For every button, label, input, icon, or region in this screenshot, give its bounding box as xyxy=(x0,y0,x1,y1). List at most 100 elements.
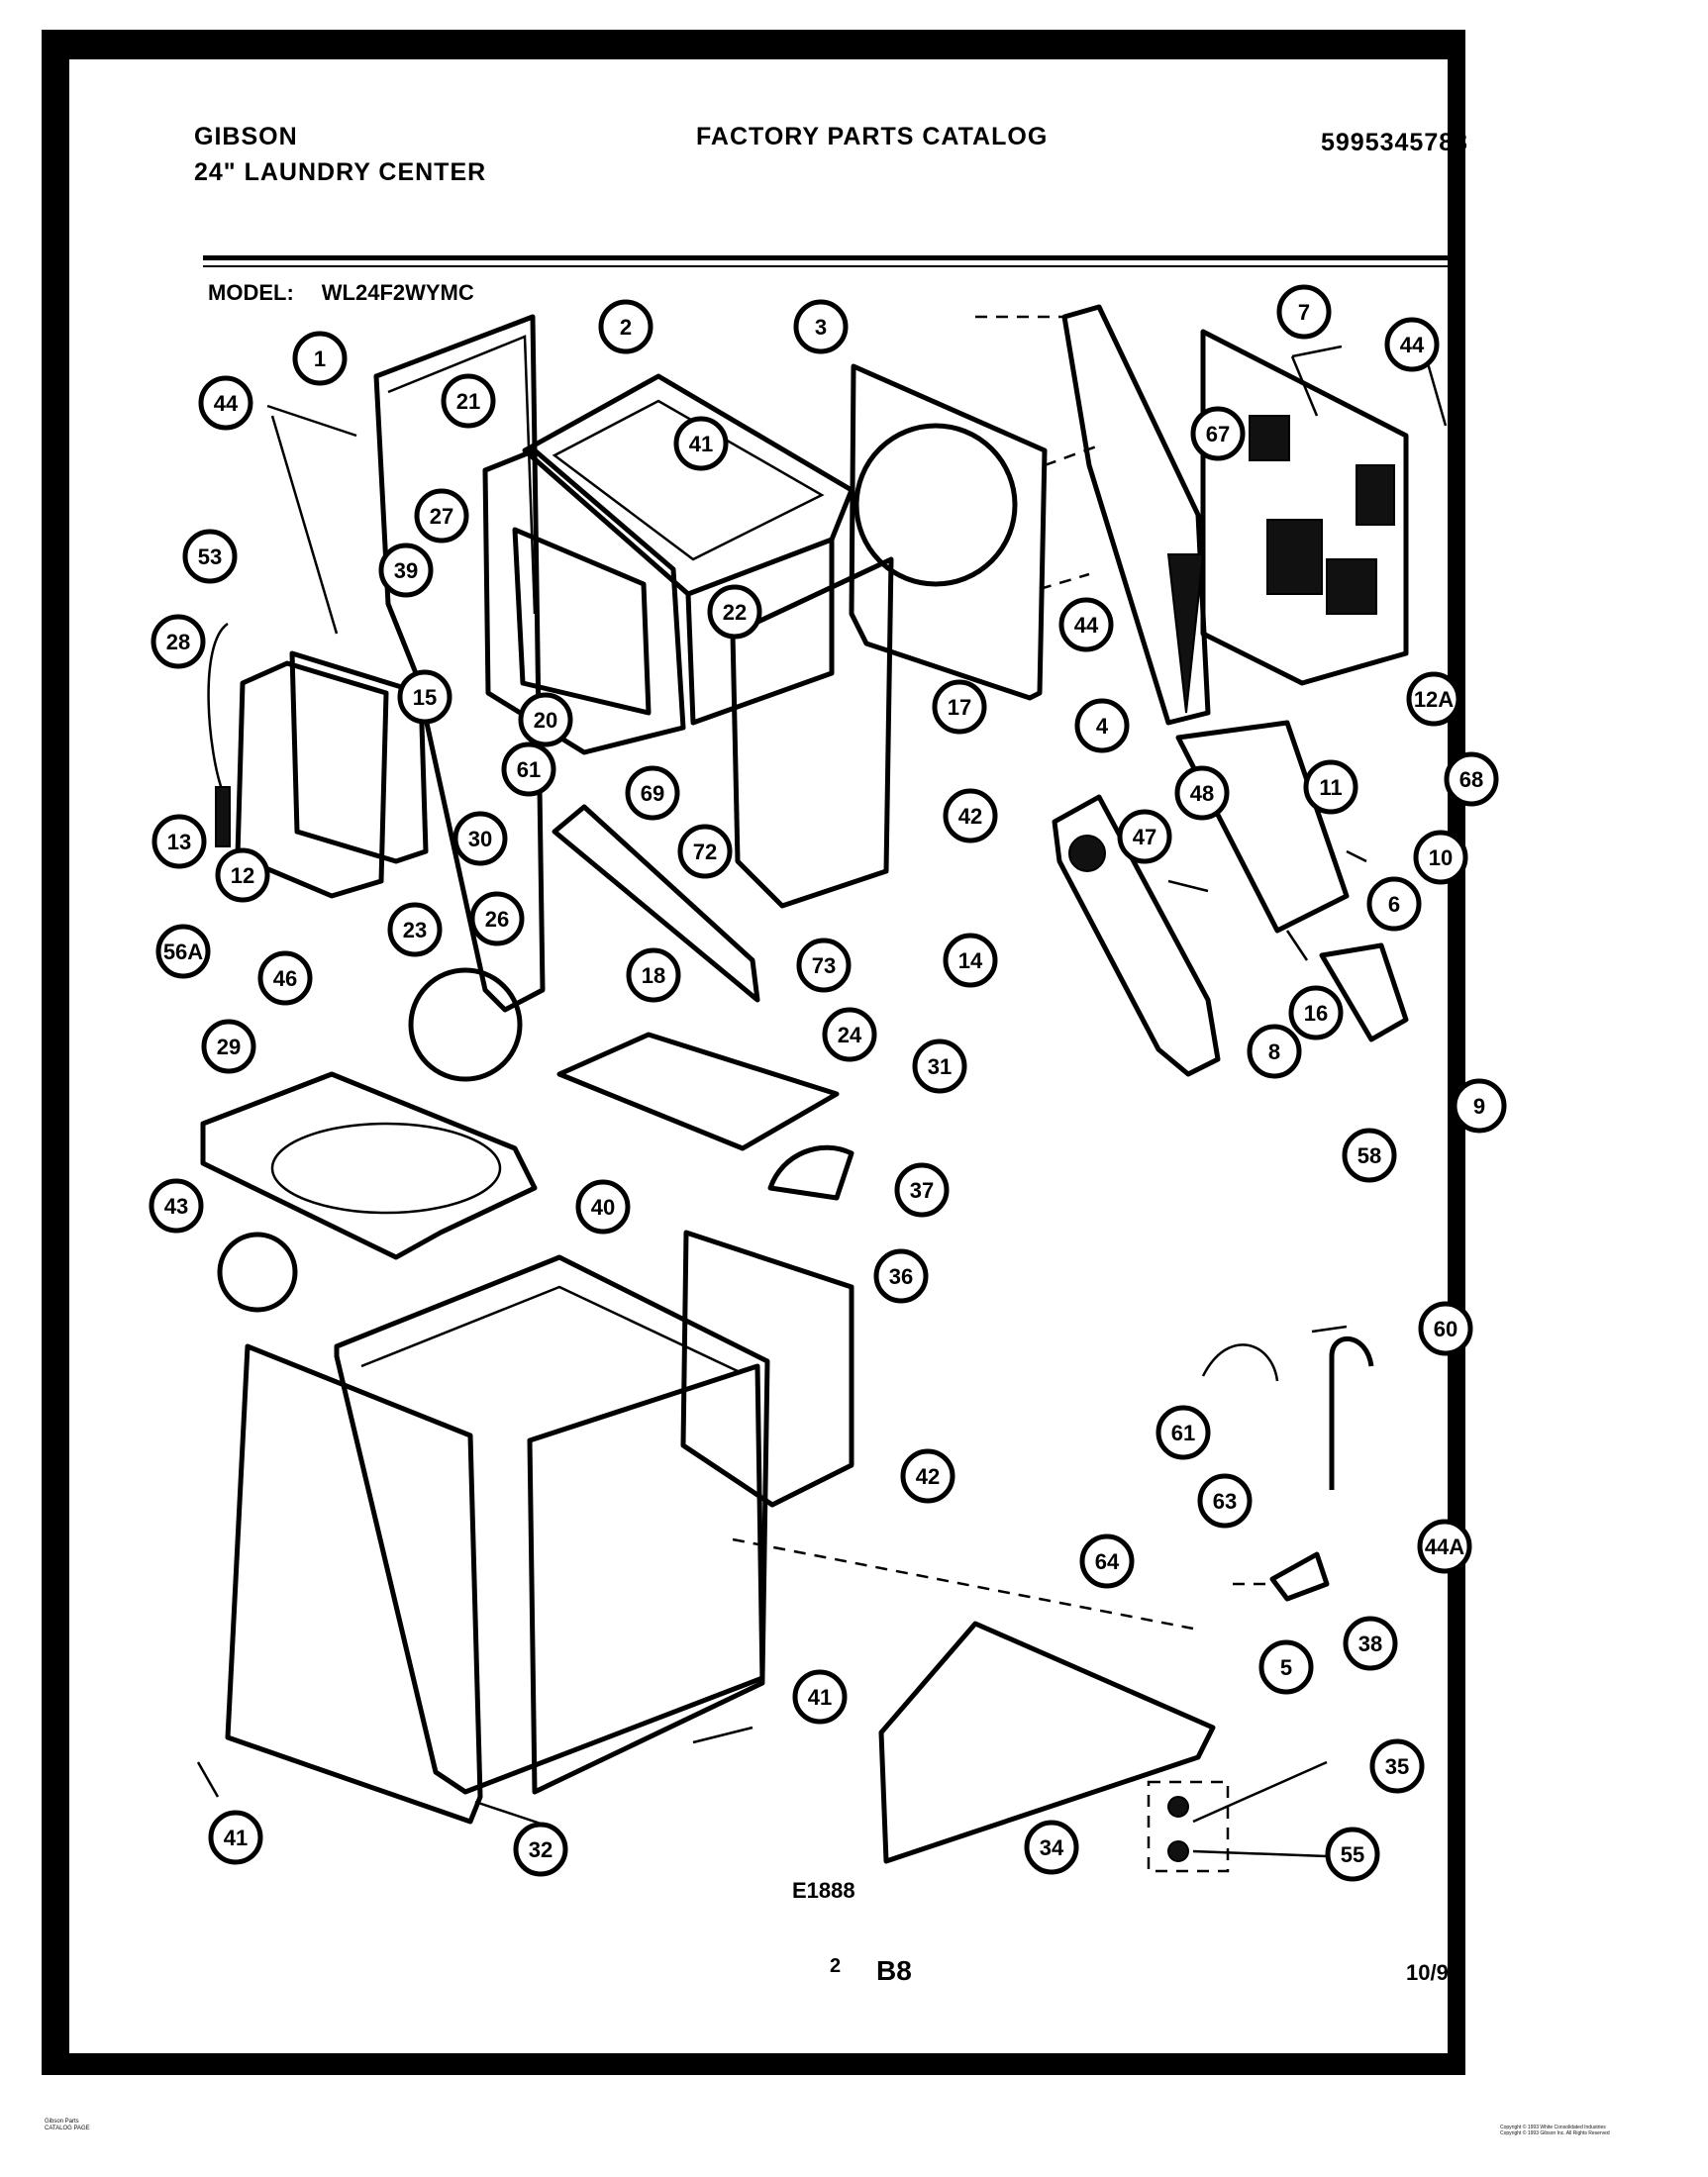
part-callout-circle xyxy=(598,299,653,354)
part-callout: 12 xyxy=(215,847,270,903)
part-callout: 32 xyxy=(513,1822,568,1877)
part-callout: 43 xyxy=(149,1178,204,1234)
part-callout-circle xyxy=(792,1669,848,1725)
part-side-panel xyxy=(730,556,894,909)
diagram-code: E1888 xyxy=(792,1878,855,1903)
part-callout-circle xyxy=(1325,1827,1380,1882)
part-callout-number: 44 xyxy=(1074,613,1099,638)
part-callout-number: 14 xyxy=(958,948,983,973)
part-callout-circle xyxy=(1406,671,1461,727)
part-callout-circle xyxy=(575,1179,631,1235)
catalog-title: FACTORY PARTS CATALOG xyxy=(696,123,1049,150)
part-callout-number: 35 xyxy=(1385,1754,1409,1779)
part-callout-number: 26 xyxy=(485,907,509,932)
part-callout-number: 28 xyxy=(166,630,190,654)
part-callout: 56A xyxy=(155,924,211,979)
part-callout-circle xyxy=(1303,759,1358,815)
part-callout-number: 44 xyxy=(1400,333,1425,357)
header-rule-thin xyxy=(203,265,1458,267)
part-callout-number: 55 xyxy=(1341,1842,1364,1867)
part-callout: 35 xyxy=(1369,1738,1425,1794)
part-callout-circle xyxy=(469,891,525,946)
part-callout: 58 xyxy=(1342,1128,1397,1183)
part-callout: 36 xyxy=(873,1248,929,1304)
part-callout-number: 2 xyxy=(620,315,632,340)
part-callout: 5 xyxy=(1258,1639,1314,1695)
part-callout: 10 xyxy=(1413,830,1468,885)
part-callout-circle xyxy=(943,788,998,843)
part-callout: 31 xyxy=(912,1039,967,1094)
part-callout-circle xyxy=(873,1248,929,1304)
fine-print-left: Gibson Parts CATALOG PAGE xyxy=(45,2119,90,2132)
part-callout-number: 13 xyxy=(167,830,191,854)
part-callout-number: 73 xyxy=(812,953,836,978)
part-callout-circle xyxy=(182,529,238,584)
part-callout-number: 69 xyxy=(641,781,664,806)
part-callout-number: 9 xyxy=(1473,1094,1485,1119)
part-callout-circle xyxy=(1197,1473,1253,1529)
section-code: B8 xyxy=(876,1955,912,1986)
part-callout-number: 48 xyxy=(1190,781,1214,806)
part-callout-circle xyxy=(208,1810,263,1865)
part-callout-circle xyxy=(900,1448,955,1504)
part-callout-circle xyxy=(1366,876,1422,932)
part-exhaust-duct xyxy=(1061,304,1211,726)
part-callout: 41 xyxy=(208,1810,263,1865)
part-callout-number: 31 xyxy=(928,1054,952,1079)
part-callout-number: 41 xyxy=(224,1826,248,1850)
header-rule-thick xyxy=(203,255,1458,260)
part-hose-clamp xyxy=(217,1232,298,1313)
fine-print-left-line: CATALOG PAGE xyxy=(45,2126,90,2131)
part-callout: 39 xyxy=(378,543,434,598)
part-callout-number: 4 xyxy=(1096,714,1109,739)
part-callout-number: 5 xyxy=(1280,1655,1292,1680)
part-callout-number: 23 xyxy=(403,918,427,942)
part-callout-number: 21 xyxy=(456,389,480,414)
part-callout-number: 36 xyxy=(889,1264,913,1289)
part-callout: 15 xyxy=(397,669,452,725)
model-number: WL24F2WYMC xyxy=(321,280,474,305)
part-callout: 72 xyxy=(677,824,733,879)
part-callout: 40 xyxy=(575,1179,631,1235)
part-base-tub xyxy=(878,1621,1216,1864)
part-callout: 53 xyxy=(182,529,238,584)
part-callout: 20 xyxy=(518,692,573,747)
part-washer-top xyxy=(200,1071,538,1260)
part-hose-bracket xyxy=(1269,1551,1330,1602)
part-callout: 73 xyxy=(796,938,852,993)
part-callout: 4 xyxy=(1074,698,1130,753)
part-callout: 37 xyxy=(894,1162,950,1218)
part-callout: 7 xyxy=(1276,284,1332,340)
part-callout-circle xyxy=(1342,1128,1397,1183)
part-callout-number: 12 xyxy=(231,863,254,888)
part-callout-number: 41 xyxy=(808,1685,832,1710)
part-callout-circle xyxy=(943,933,998,988)
part-callout-circle xyxy=(625,765,680,821)
part-callout: 41 xyxy=(792,1669,848,1725)
part-drum-rear xyxy=(849,363,1048,701)
part-rear-panel xyxy=(373,314,546,1013)
part-washer-cabinet xyxy=(334,1254,770,1795)
part-callout: 2 xyxy=(598,299,653,354)
part-callout-number: 60 xyxy=(1434,1317,1457,1341)
part-callout-number: 56A xyxy=(163,940,203,964)
part-callout-circle xyxy=(793,299,849,354)
part-callout-number: 64 xyxy=(1095,1549,1120,1574)
part-callout-number: 44 xyxy=(214,391,239,416)
part-callout-circle xyxy=(1058,597,1114,652)
part-callout-circle xyxy=(1117,809,1172,864)
page-number: 2 xyxy=(830,1955,842,1977)
part-callout-number: 10 xyxy=(1429,845,1453,870)
part-callout: 3 xyxy=(793,299,849,354)
part-callout-circle xyxy=(198,375,253,431)
part-callout-circle xyxy=(673,416,729,471)
part-callout-circle xyxy=(1384,317,1440,372)
catalog-number: 5995345783 xyxy=(1321,129,1469,156)
part-callout-circle xyxy=(1074,698,1130,753)
fine-print-right-line: Copyright © 1993 Gibson Inc. All Rights … xyxy=(1500,2130,1610,2136)
part-callout-number: 61 xyxy=(1171,1421,1195,1445)
part-callout-number: 63 xyxy=(1213,1489,1237,1514)
part-drain-hose xyxy=(1329,1336,1374,1490)
part-callout-number: 44A xyxy=(1425,1534,1464,1559)
part-callout-circle xyxy=(1247,1024,1302,1079)
